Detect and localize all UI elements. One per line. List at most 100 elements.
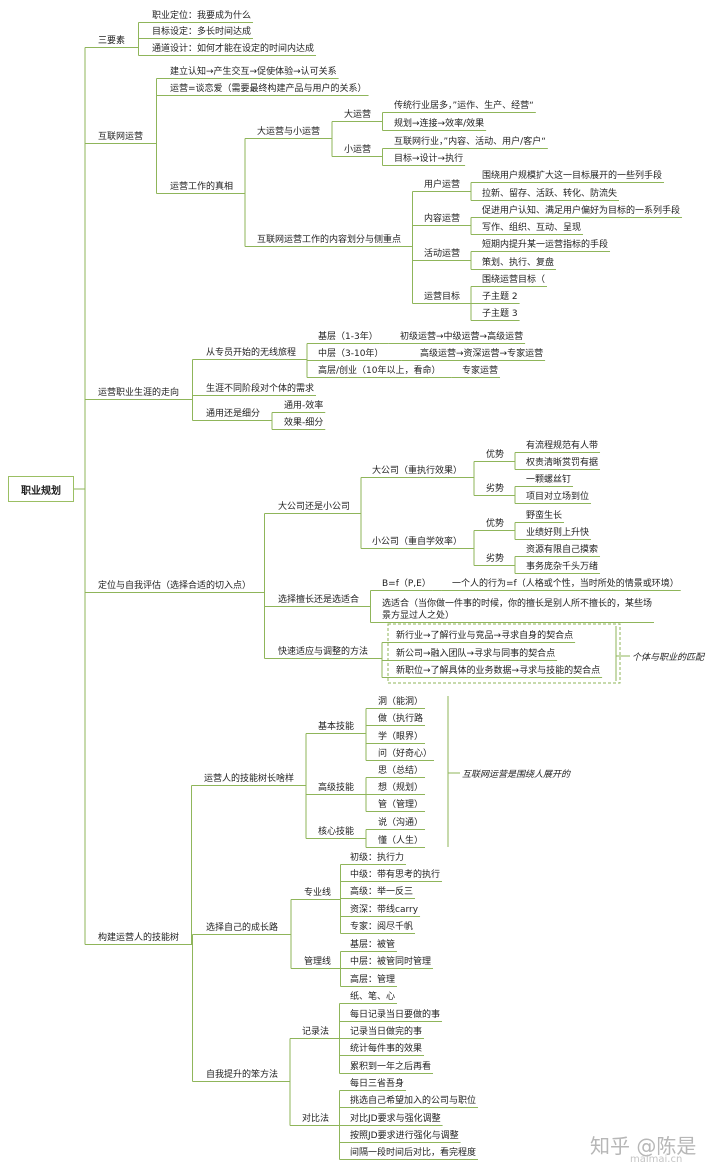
mindmap-node-b5a3a: 说（沟通） xyxy=(376,817,426,829)
mindmap-node-b5c1c: 记录当日做完的事 xyxy=(348,1026,425,1038)
mindmap-node-b4a2n2: 事务庞杂千头万绪 xyxy=(524,561,601,573)
note-fit: 个体与职业的匹配 xyxy=(632,653,705,663)
mindmap-node-b3a1x: 初级运营→中级运营→高级运营 xyxy=(398,331,526,343)
mindmap-node-b4b: 选择擅长还是选适合 xyxy=(276,594,362,606)
mindmap-node-b5c1a: 纸、笔、心 xyxy=(348,991,398,1003)
mindmap-node-b4a1n1: 一颗螺丝钉 xyxy=(524,474,574,486)
mindmap-node-b5c1e: 累积到一年之后再看 xyxy=(348,1061,434,1073)
mindmap-node-b2b: 运营=谈恋爱（需要最终构建产品与用户的关系） xyxy=(168,83,369,95)
mindmap-node-b3a1: 基层（1-3年） xyxy=(316,331,380,343)
mindmap-node-b5a1b: 做（执行路 xyxy=(376,713,426,725)
mindmap-node-b4a1p2: 权责清晰赏罚有据 xyxy=(524,457,601,469)
mindmap-node-b5b: 选择自己的成长路 xyxy=(204,922,281,934)
mindmap-node-b5c1d: 统计每件事的效果 xyxy=(348,1043,425,1055)
mindmap-node-b5a1d: 问（好奇心） xyxy=(376,748,435,760)
mindmap-node-b2c1b1: 互联网行业，”内容、活动、用户/客户“ xyxy=(392,136,548,148)
mindmap-node-b4a1p1: 有流程规范有人带 xyxy=(524,440,601,452)
mindmap-node-b2c: 运营工作的真相 xyxy=(168,181,236,193)
mindmap-node-b3a2x: 高级运营→资深运营→专家运营 xyxy=(418,348,546,360)
mindmap-node-b2c2c1: 短期内提升某一运营指标的手段 xyxy=(480,239,611,251)
mindmap-node-b5b1: 专业线 xyxy=(302,887,334,899)
mindmap-node-b5a1a: 洞（能洞） xyxy=(376,696,426,708)
mindmap-node-b5c2d: 按照JD要求进行强化与调整 xyxy=(348,1130,461,1142)
mindmap-node-b5b2a: 基层：被管 xyxy=(348,939,398,951)
mindmap-node-b3a3: 高层/创业（10年以上，看命） xyxy=(316,365,443,377)
mindmap-node-b2c2d2: 子主题 2 xyxy=(480,291,520,303)
mindmap-node-b4b1: B=f（P,E） xyxy=(380,578,433,590)
mindmap-node-b3a2: 中层（3-10年） xyxy=(316,348,386,360)
watermark-sub: maimai.cn xyxy=(630,1154,683,1165)
mindmap-node-b2a: 建立认知→产生交互→促使体验→认可关系 xyxy=(168,66,339,78)
root-node: 职业规划 xyxy=(8,476,74,502)
mindmap-node-b2c1: 大运营与小运营 xyxy=(255,126,323,138)
mindmap-node-b3c2: 效果-细分 xyxy=(282,417,326,429)
mindmap-node-b2c1b: 小运营 xyxy=(342,144,374,156)
mindmap-node-b5a2c: 管（管理） xyxy=(376,799,426,811)
mindmap-node-b3c: 通用还是细分 xyxy=(204,408,263,420)
mindmap-node-b2c2b2: 写作、组织、互动、呈现 xyxy=(480,222,584,234)
mindmap-node-b4a2p2: 业绩好则上升快 xyxy=(524,527,592,539)
mindmap-node-b2c1a1: 传统行业居多，”运作、生产、经营“ xyxy=(392,100,536,112)
mindmap-node-b3c1: 通用-效率 xyxy=(282,400,326,412)
boundary-box xyxy=(387,623,621,684)
mindmap-node-b5b2b: 中层：被管同时管理 xyxy=(348,956,434,968)
mindmap-node-b4a2n1: 资源有限自己摸索 xyxy=(524,544,601,556)
mindmap-node-b4a1: 大公司（重执行效果） xyxy=(370,465,465,477)
mindmap-node-b5b1e: 专家：阅尽千帆 xyxy=(348,921,416,933)
mindmap-node-b5a3: 核心技能 xyxy=(316,826,357,838)
mindmap-node-b2: 互联网运营 xyxy=(96,131,146,143)
mindmap-node-b5c: 自我提升的笨方法 xyxy=(204,1069,281,1081)
mindmap-node-b3: 运营职业生涯的走向 xyxy=(96,387,182,399)
mindmap-node-b4a2n: 劣势 xyxy=(484,553,507,565)
mindmap-node-b1: 三要素 xyxy=(96,35,128,47)
mindmap-node-b5a2a: 思（总结） xyxy=(376,765,426,777)
mindmap-node-b1b: 目标设定：多长时间达成 xyxy=(150,26,254,38)
mindmap-node-b2c2d3: 子主题 3 xyxy=(480,308,520,320)
mindmap-node-b3b: 生涯不同阶段对个体的需求 xyxy=(204,383,317,395)
mindmap-node-b4a1p: 优势 xyxy=(484,449,507,461)
mindmap-node-b5b2c: 高层：管理 xyxy=(348,974,398,986)
mindmap-node-b4a2p1: 野蛮生长 xyxy=(524,510,565,522)
mindmap-node-b2c1a2: 规划→连接→效率/效果 xyxy=(392,118,487,130)
mindmap-node-b5c2e: 间隔一段时间后对比，看完程度 xyxy=(348,1147,479,1159)
mindmap-node-b2c2d1: 围绕运营目标（ xyxy=(480,274,548,286)
mindmap-node-b5c2a: 每日三省吾身 xyxy=(348,1078,407,1090)
mindmap-node-b3a: 从专员开始的无线旅程 xyxy=(204,347,299,359)
mindmap-node-b3a3x: 专家运营 xyxy=(460,365,501,377)
note-skills: 互联网运营是围绕人展开的 xyxy=(462,770,571,780)
mindmap-node-b2c2d: 运营目标 xyxy=(422,291,463,303)
mindmap-node-b2c2a1: 围绕用户规模扩大这一目标展开的一些列手段 xyxy=(480,170,665,182)
mindmap-node-b2c1a: 大运营 xyxy=(342,109,374,121)
mindmap-node-b5a1c: 学（眼界） xyxy=(376,731,426,743)
mindmap-node-b5c2: 对比法 xyxy=(300,1113,332,1125)
mindmap-node-b4b2: 选适合（当你做一件事的时候，你的擅长是别人所不擅长的，某些场景方显过人之处） xyxy=(380,598,654,622)
mindmap-node-b1c: 通道设计：如何才能在设定的时间内达成 xyxy=(150,43,317,55)
mindmap-node-b5b2: 管理线 xyxy=(302,956,334,968)
mindmap-node-b4c1: 新行业→了解行业与竞品→寻求自身的契合点 xyxy=(394,630,576,642)
mindmap-node-b5a2: 高级技能 xyxy=(316,782,357,794)
mindmap-node-b2c2a2: 拉新、留存、活跃、转化、防流失 xyxy=(480,188,620,200)
mindmap-node-b4a2: 小公司（重自学效率） xyxy=(370,536,465,548)
mindmap-node-b4a: 大公司还是小公司 xyxy=(276,501,353,513)
mindmap-node-b2c2b: 内容运营 xyxy=(422,213,463,225)
mindmap-node-b5a1: 基本技能 xyxy=(316,721,357,733)
mindmap-node-b5b1a: 初级：执行力 xyxy=(348,852,407,864)
mindmap-node-b5c1b: 每日记录当日要做的事 xyxy=(348,1009,443,1021)
mindmap-node-b5a: 运营人的技能树长啥样 xyxy=(202,773,297,785)
mindmap-node-b4c3: 新职位→了解具体的业务数据→寻求与技能的契合点 xyxy=(394,665,603,677)
mindmap-node-b2c2b1: 促进用户认知、满足用户偏好为目标的一系列手段 xyxy=(480,205,683,217)
mindmap-node-b4a1n2: 项目对立场到位 xyxy=(524,491,592,503)
mindmap-node-b1a: 职业定位：我要成为什么 xyxy=(150,10,254,22)
mindmap-node-b2c2a: 用户运营 xyxy=(422,179,463,191)
mindmap-node-b4a2p: 优势 xyxy=(484,518,507,530)
mindmap-node-b5b1c: 高级：举一反三 xyxy=(348,886,416,898)
mindmap-node-b2c2c2: 策划、执行、复盘 xyxy=(480,257,557,269)
mindmap-node-b5a3b: 懂（人生） xyxy=(376,835,426,847)
mindmap-node-b4c2: 新公司→融入团队→寻求与同事的契合点 xyxy=(394,648,558,660)
mindmap-node-b5c1: 记录法 xyxy=(300,1026,332,1038)
mindmap-node-b4: 定位与自我评估（选择合适的切入点） xyxy=(96,580,254,592)
watermark: 知乎 @陈是 xyxy=(590,1134,697,1158)
mindmap-node-b4a1n: 劣势 xyxy=(484,483,507,495)
